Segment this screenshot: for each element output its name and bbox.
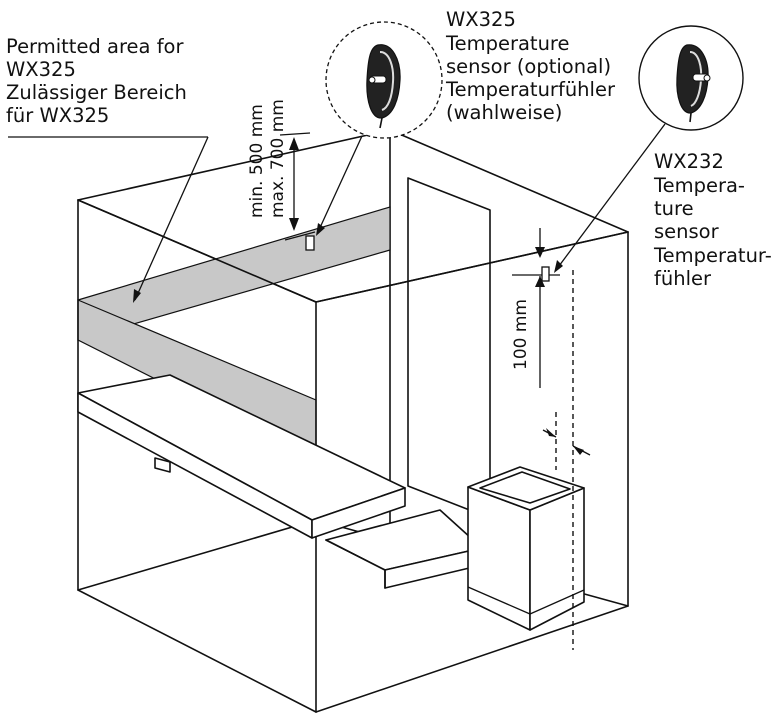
upper-bench-back xyxy=(154,457,171,473)
ceiling-distance-dimension xyxy=(535,228,545,388)
wx232-sensor-marker xyxy=(512,266,560,282)
permitted-area-label: Permitted area for WX325 Zulässiger Bere… xyxy=(6,35,193,127)
heater-top-inner xyxy=(479,471,571,504)
permitted-area-leader xyxy=(134,136,209,301)
ceiling-distance-text: 100 mm xyxy=(511,299,531,370)
wx325-leader-line xyxy=(317,135,363,233)
wx325-sensor-marker xyxy=(284,231,316,251)
temperature-sensor-icon xyxy=(366,44,401,129)
heater-base-line-2 xyxy=(529,589,585,615)
upper-bench-side xyxy=(311,487,406,539)
heater-front xyxy=(467,486,531,631)
wx325-label: WX325 Temperature sensor (optional) Temp… xyxy=(445,8,621,124)
sauna-heater xyxy=(467,466,585,631)
wx232-label: WX232 Tempera- ture sensor Temperatur- f… xyxy=(653,150,778,290)
height-range-text: min. 500 mm max. 700 mm xyxy=(247,99,288,218)
lower-bench-edge xyxy=(325,539,386,589)
wx232-callout xyxy=(638,25,744,131)
wx232-leader-line xyxy=(555,123,666,271)
heater-side xyxy=(529,487,585,631)
heater-clearance-dimension xyxy=(542,428,591,456)
floor-back-line xyxy=(77,519,317,591)
temperature-sensor-icon xyxy=(676,44,711,123)
heater-base-line xyxy=(467,586,531,615)
ceiling-front-edge xyxy=(77,199,317,303)
wx325-callout xyxy=(325,21,443,139)
height-range-dimension xyxy=(279,132,311,231)
sauna-benches xyxy=(77,374,483,589)
